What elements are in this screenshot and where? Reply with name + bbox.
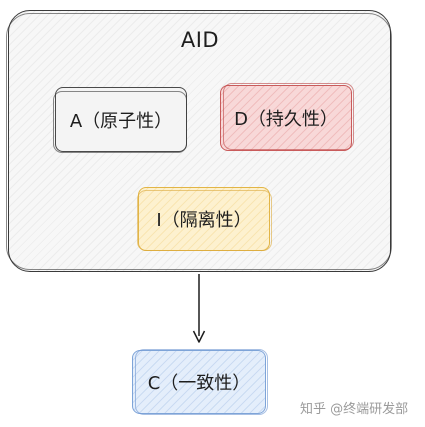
- node-consistency-label: C（一致性）: [147, 373, 251, 394]
- node-isolation-label: I（隔离性）: [156, 210, 252, 231]
- node-consistency: C（一致性）: [132, 349, 268, 415]
- node-atomicity: A（原子性）: [53, 87, 187, 153]
- node-durability-label: D（持久性）: [234, 109, 338, 130]
- node-atomicity-label: A（原子性）: [69, 110, 173, 132]
- watermark: 知乎 @终端研发部: [300, 402, 409, 417]
- node-durability: D（持久性）: [220, 83, 354, 151]
- arrowhead-icon: [192, 330, 206, 343]
- aid-container-title: AID: [180, 28, 220, 52]
